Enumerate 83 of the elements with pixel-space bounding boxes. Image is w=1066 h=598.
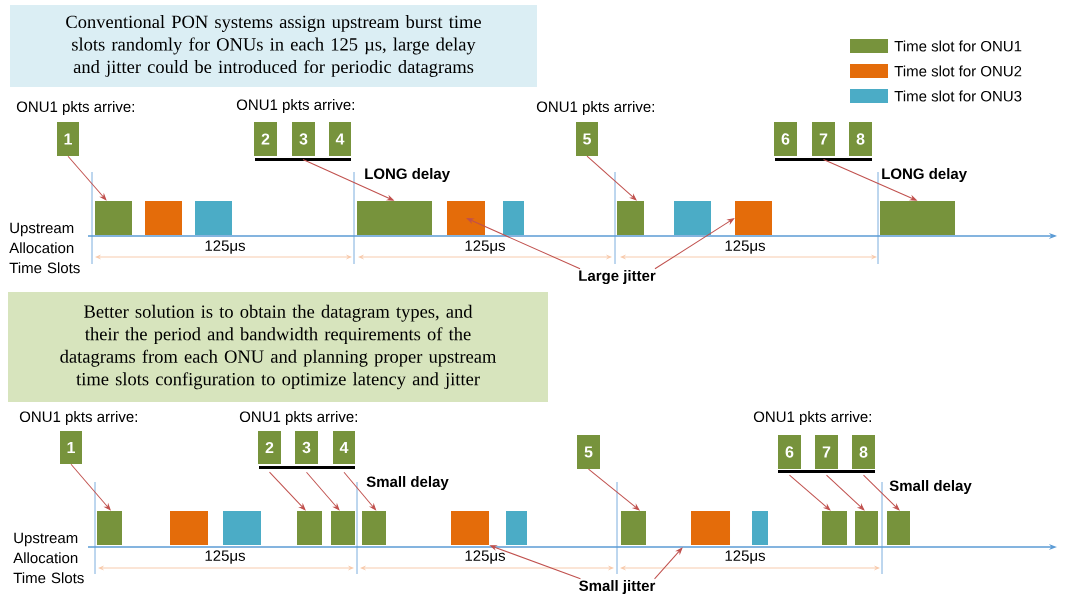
delay-label: Small delay [366,476,449,490]
time-slot [887,511,910,545]
leader-line [466,218,581,270]
legend-label: Time slot for ONU1 [894,40,1022,52]
delay-label: LONG delay [882,168,967,182]
packet-box: 6 [778,435,801,469]
time-slot [170,511,208,545]
time-slot [451,511,489,545]
packet-box: 4 [329,122,351,156]
arrival-caption: ONU1 pkts arrive: [536,101,654,115]
time-slot [674,201,711,235]
period-label: 125μs [205,240,246,254]
axis-label: Upstream Allocation Time Slots [9,222,80,274]
underline-bar [775,158,872,161]
packet-box: 2 [254,122,277,156]
time-slot [617,201,644,235]
packet-box: 7 [812,122,835,156]
time-slot [331,511,355,545]
time-slot [362,511,386,545]
packet-box: 8 [852,435,875,469]
time-slot [855,511,878,545]
arrival-caption: ONU1 pkts arrive: [236,99,354,113]
packet-box: 2 [258,431,281,464]
legend-label: Time slot for ONU2 [894,65,1022,77]
leader-line [490,545,581,580]
packet-box: 6 [774,122,797,156]
axis-label: Upstream Allocation Time Slots [13,532,84,584]
arrival-caption: ONU1 pkts arrive: [239,411,357,425]
period-label: 125μs [725,240,766,254]
time-slot [223,511,261,545]
note-box: Conventional PON systems assign upstream burst time slots randomly for ONUs in each 125 µs, large delay and jitter could be introduced for periodic datagrams [10,5,537,87]
packet-box: 8 [849,122,872,156]
time-slot [195,201,232,235]
delay-label: Small delay [889,480,972,494]
arrival-caption: ONU1 pkts arrive: [753,411,871,425]
packet-box: 3 [292,122,315,156]
arrow [586,155,637,201]
arrival-caption: ONU1 pkts arrive: [16,101,134,115]
arrow [302,159,394,201]
time-slot [95,201,132,235]
time-slot [735,201,772,235]
arrow [588,468,640,511]
arrow [343,471,377,511]
time-slot [880,201,955,235]
jitter-label: Large jitter [579,270,656,285]
time-slot [822,511,847,545]
leader-line [654,547,683,580]
packet-box: 1 [60,431,82,464]
delay-label: LONG delay [365,168,450,182]
time-slot [145,201,182,235]
leader-line [654,218,735,270]
underline-bar [255,158,351,161]
arrow [269,471,306,511]
arrow [826,474,865,511]
time-slot [447,201,485,235]
time-slot [752,511,768,545]
packet-box: 4 [333,431,355,464]
arrow [863,474,900,511]
packet-box: 5 [576,122,598,156]
time-slot [97,511,122,545]
period-label: 125μs [205,550,246,564]
packet-box: 7 [815,435,838,469]
time-slot [691,511,730,545]
arrow [70,463,111,511]
time-slot [503,201,524,235]
packet-box: 5 [577,435,600,469]
jitter-label: Small jitter [579,580,656,594]
note-box: Better solution is to obtain the datagram types, and their the period and bandwidth requirements of the datagrams from each ONU and planning proper upstream time slots configuration to optimize latency and jitter [8,292,548,402]
arrow [789,474,831,511]
time-slot [506,511,527,545]
period-label: 125μs [465,240,506,254]
time-slot [357,201,432,235]
period-label: 125μs [465,550,506,564]
arrow [67,155,107,201]
packet-box: 3 [295,431,318,464]
arrow [306,471,340,511]
arrow [823,159,917,201]
packet-box: 1 [57,122,79,156]
legend-label: Time slot for ONU3 [894,90,1022,102]
period-label: 125μs [725,550,766,564]
arrival-caption: ONU1 pkts arrive: [19,411,137,425]
time-slot [621,511,646,545]
time-slot [297,511,322,545]
